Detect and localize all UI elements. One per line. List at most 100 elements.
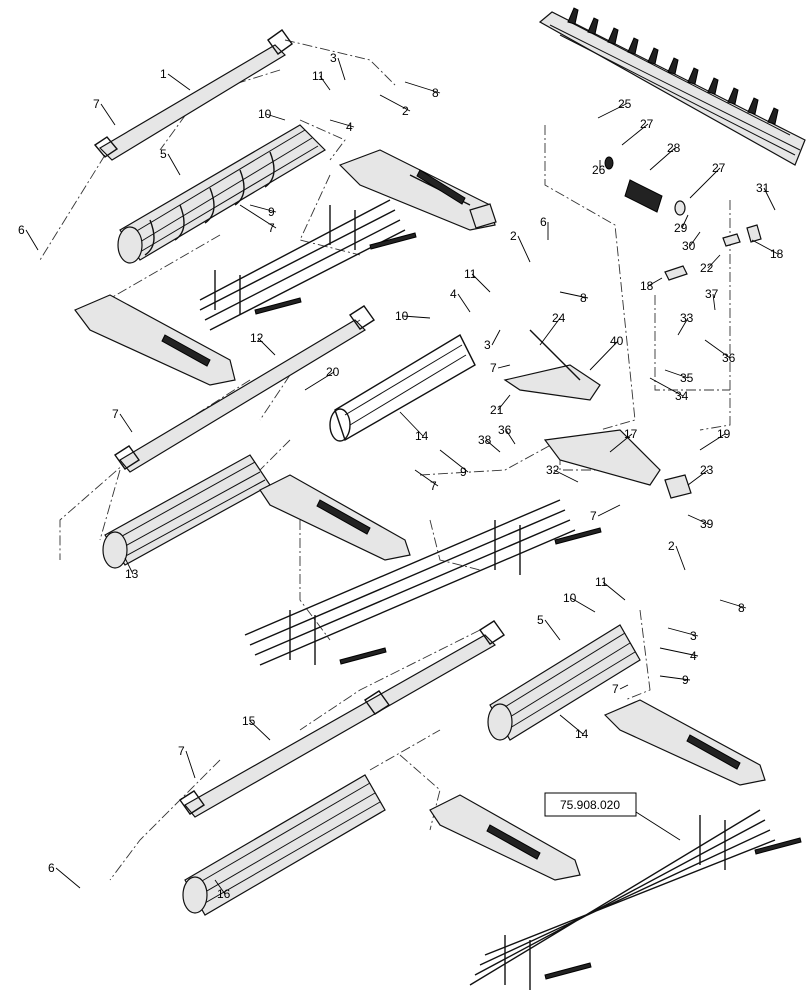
part-1-shaft [93,29,293,161]
callout-c11a[interactable]: 11 [312,69,331,91]
bottom-middle-arm-assembly [429,794,581,881]
callout-label: 14 [575,727,589,741]
callout-c18b[interactable]: 18 [640,277,663,293]
callout-c25[interactable]: 25 [597,97,632,119]
callout-c4a[interactable]: 4 [329,119,355,134]
callout-leader [491,329,501,346]
callout-c40[interactable]: 40 [589,334,624,371]
top-left-arm-assembly [74,294,236,386]
callout-label: 4 [690,649,697,663]
part-5-roller-bottom [487,624,641,741]
callout-c31[interactable]: 31 [756,181,776,211]
callout-c17[interactable]: 17 [609,427,638,453]
callout-label: 2 [668,539,675,553]
callout-c7c[interactable]: 7 [490,361,511,375]
reference-box[interactable]: 75.908.020 [544,792,681,841]
callout-leader [597,103,627,119]
callout-c27b[interactable]: 27 [689,161,726,199]
callout-c7d[interactable]: 7 [112,407,133,433]
callout-c19[interactable]: 19 [699,427,731,451]
callout-label: 27 [712,161,726,175]
callout-c2c[interactable]: 2 [668,539,686,571]
callout-c8a[interactable]: 8 [404,81,441,100]
callout-c16[interactable]: 16 [214,879,231,901]
callout-leader [597,504,621,517]
callout-c6b[interactable]: 6 [540,215,549,240]
callout-c3a[interactable]: 3 [330,51,346,81]
callout-leader [559,714,584,735]
callout-c7a[interactable]: 7 [93,97,116,126]
callout-c1[interactable]: 1 [160,67,191,91]
callout-c21[interactable]: 21 [490,394,511,417]
callout-c7h[interactable]: 7 [178,744,196,779]
callout-leader [667,627,699,637]
callout-label: 10 [563,591,577,605]
callout-c18a[interactable]: 18 [751,239,784,261]
callout-c2b[interactable]: 2 [510,229,531,263]
callout-leader [185,750,196,779]
callout-c33[interactable]: 33 [677,311,694,336]
callout-c38[interactable]: 38 [478,433,501,453]
bottom-rake-rows [469,809,802,990]
callout-c35[interactable]: 35 [664,369,694,385]
callout-c28[interactable]: 28 [649,141,681,171]
callout-c7f[interactable]: 7 [590,504,621,523]
callout-c23[interactable]: 23 [687,463,714,486]
callout-c36b[interactable]: 36 [498,423,516,445]
callout-c37[interactable]: 37 [705,287,719,311]
callout-c9c[interactable]: 9 [659,673,691,687]
callout-c11b[interactable]: 11 [464,267,491,293]
callout-leader [404,81,441,94]
callout-c8b[interactable]: 8 [559,291,589,305]
top-rake-rows [199,199,417,331]
callout-c7g[interactable]: 7 [612,682,629,696]
callout-c20[interactable]: 20 [304,365,340,391]
callout-c10b[interactable]: 10 [395,309,431,323]
callout-c30[interactable]: 30 [682,231,701,253]
callout-c10a[interactable]: 10 [258,107,286,121]
callout-c24[interactable]: 24 [539,311,566,346]
callout-label: 33 [680,311,694,325]
callout-c29[interactable]: 29 [674,214,689,235]
callout-leader [751,239,779,255]
callout-c4b[interactable]: 4 [450,287,471,313]
callout-c3c[interactable]: 3 [667,627,699,643]
callout-c13[interactable]: 13 [124,557,139,581]
callout-c5a[interactable]: 5 [160,147,181,176]
callout-c34[interactable]: 34 [649,377,689,403]
callout-label: 23 [700,463,714,477]
tine-bar-assembly [538,7,806,166]
callout-label: 22 [700,261,714,275]
callout-c2a[interactable]: 2 [379,94,411,118]
callout-leader [677,317,689,336]
callout-c32[interactable]: 32 [546,463,579,483]
callout-c8c[interactable]: 8 [719,599,747,615]
callout-c4c[interactable]: 4 [659,647,699,663]
callout-leader [304,371,335,391]
callout-c12[interactable]: 12 [250,331,276,356]
callout-leader [265,113,286,121]
callout-c10c[interactable]: 10 [563,591,596,613]
callout-label: 16 [217,887,231,901]
callout-c26[interactable]: 26 [592,160,606,177]
callout-label: 19 [717,427,731,441]
callout-c39[interactable]: 39 [687,514,714,531]
callout-c3b[interactable]: 3 [484,329,501,352]
callout-c6a[interactable]: 6 [18,223,39,251]
callout-c36a[interactable]: 36 [704,339,736,365]
callout-c9a[interactable]: 9 [249,204,277,219]
callout-c6c[interactable]: 6 [48,861,81,889]
callout-c9b[interactable]: 9 [439,449,469,479]
callout-c7b[interactable]: 7 [239,204,277,235]
callout-leader [124,557,134,575]
callout-c27a[interactable]: 27 [621,117,654,146]
callout-c15[interactable]: 15 [242,714,271,741]
callout-c7e[interactable]: 7 [414,469,439,493]
callout-c14a[interactable]: 14 [399,411,429,443]
callout-c14b[interactable]: 14 [559,714,589,741]
callout-c5b[interactable]: 5 [537,613,561,641]
callout-c11c[interactable]: 11 [595,575,626,601]
callout-c22[interactable]: 22 [700,254,721,275]
callout-leader [707,254,721,269]
callout-label: 11 [595,575,608,589]
